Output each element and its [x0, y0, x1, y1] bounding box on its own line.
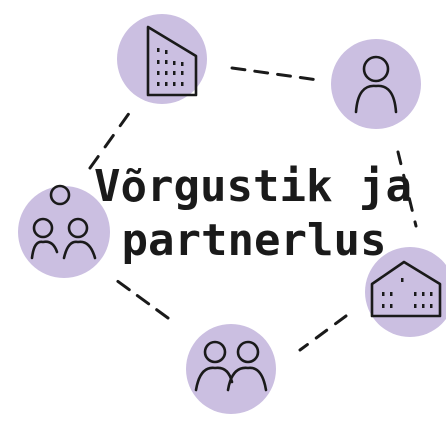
office-building-icon [146, 25, 198, 97]
connector-lines [88, 66, 418, 352]
house-node [365, 247, 446, 337]
person-icon [354, 55, 398, 114]
connector-group-building [88, 110, 132, 170]
two-people-icon [194, 340, 268, 392]
group-of-people-node [18, 186, 110, 278]
three-people-icon [30, 184, 97, 260]
office-building-node [117, 14, 207, 104]
person-node [331, 39, 421, 129]
connector-building-person [230, 66, 320, 82]
connector-pair-group [114, 278, 170, 320]
connector-house-pair [298, 314, 348, 352]
title-line-1: Võrgustik ja [94, 161, 412, 212]
node-circles [18, 14, 446, 414]
diagram-title: Võrgustik ja partnerlus [94, 161, 412, 266]
title-line-2: partnerlus [122, 215, 387, 266]
house-icon [370, 260, 442, 318]
pair-of-people-node [186, 324, 276, 414]
connector-person-house [396, 150, 418, 228]
